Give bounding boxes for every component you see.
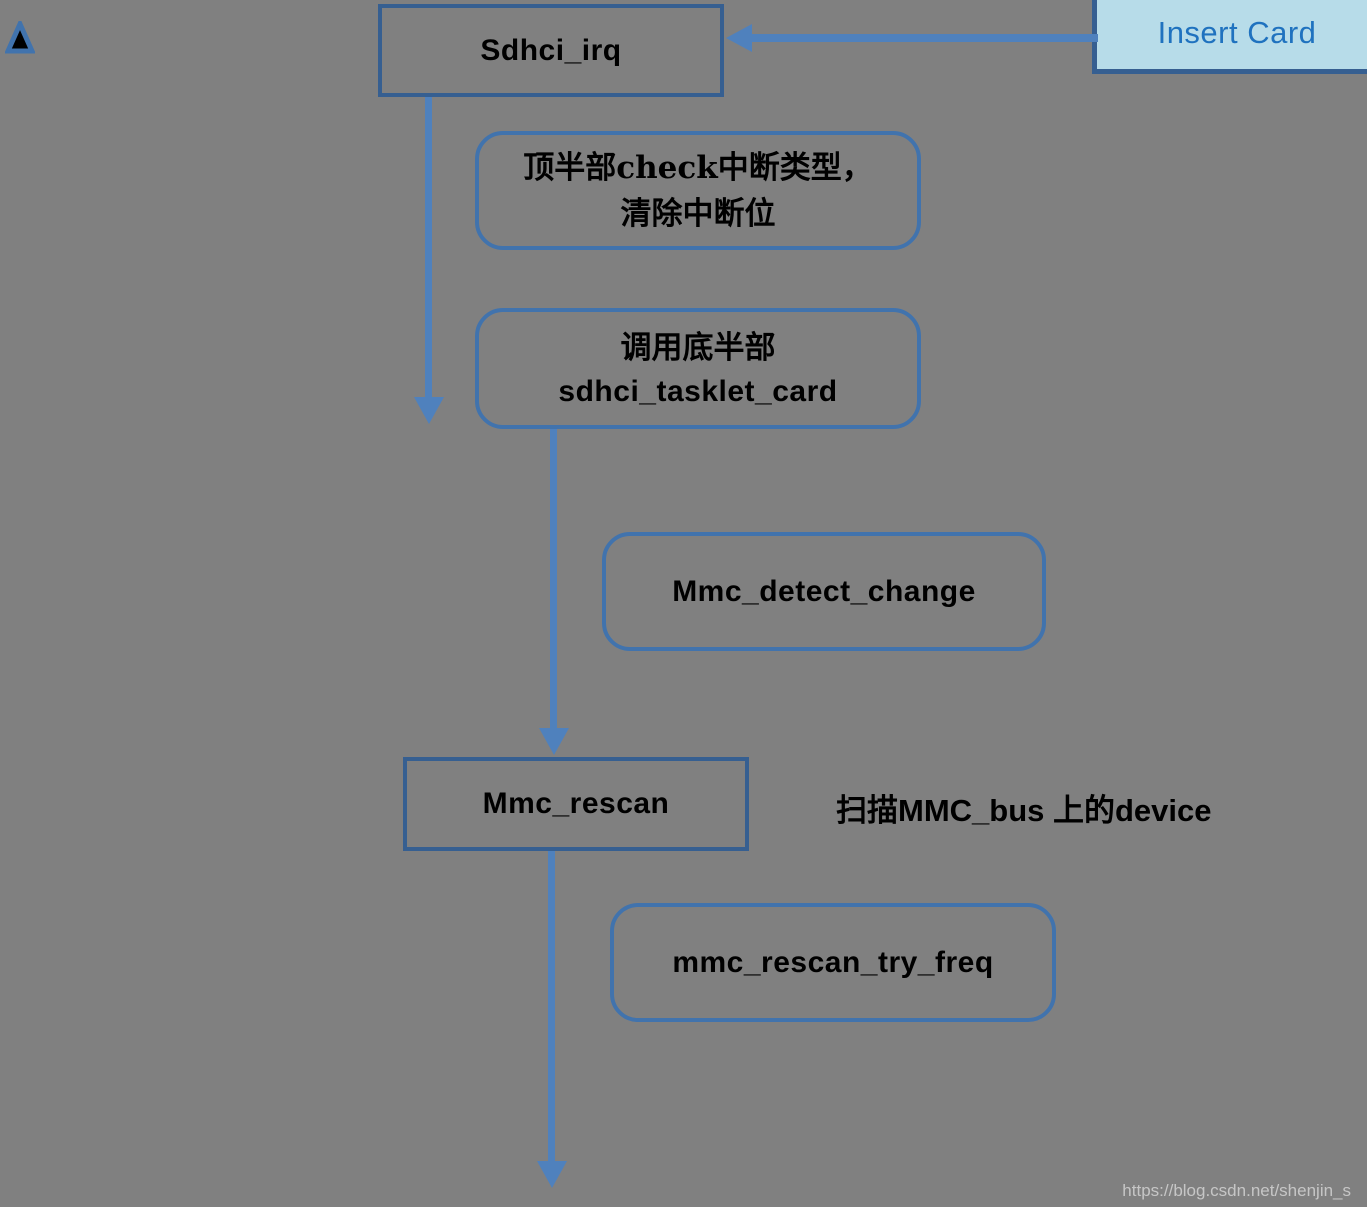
node-mmc-rescan-try-freq: mmc_rescan_try_freq — [610, 903, 1056, 1022]
watermark-url: https://blog.csdn.net/shenjin_s — [1122, 1181, 1351, 1200]
arrow-left-icon — [726, 24, 752, 52]
arrow-sdhci-down-shaft — [425, 97, 432, 399]
arrow-rescan-down-shaft — [548, 851, 555, 1163]
arrow-tasklet-to-rescan-shaft — [550, 429, 557, 730]
node-top-half-check: 顶半部check中断类型， 清除中断位 — [475, 131, 921, 250]
node-mmc-detect-change: Mmc_detect_change — [602, 532, 1046, 651]
node-tasklet-line2: sdhci_tasklet_card — [558, 374, 838, 408]
node-sdhci-tasklet-card: 调用底半部 sdhci_tasklet_card — [475, 308, 921, 429]
node-mmc-rescan-label: Mmc_rescan — [482, 787, 670, 820]
arrow-insert-to-sdhci-shaft — [750, 34, 1098, 42]
node-insert-card: Insert Card — [1092, 0, 1367, 74]
scan-note-label: 扫描MMC_bus 上的device — [836, 793, 1212, 828]
node-mmc-detect-change-label: Mmc_detect_change — [672, 574, 976, 608]
node-mmc-rescan-try-freq-label: mmc_rescan_try_freq — [672, 945, 994, 979]
node-insert-card-label: Insert Card — [1157, 15, 1317, 50]
node-top-half-line2: 清除中断位 — [620, 195, 776, 232]
triangle-pointer-icon — [5, 21, 35, 54]
node-sdhci-irq: Sdhci_irq — [378, 4, 724, 97]
arrow-down-icon — [539, 728, 569, 755]
arrow-down-icon — [537, 1161, 567, 1188]
node-sdhci-irq-label: Sdhci_irq — [480, 33, 622, 67]
node-mmc-rescan: Mmc_rescan — [403, 757, 749, 851]
node-tasklet-line1: 调用底半部 — [620, 329, 776, 366]
node-top-half-line1: 顶半部check中断类型， — [523, 149, 873, 186]
arrow-down-icon — [414, 397, 444, 424]
